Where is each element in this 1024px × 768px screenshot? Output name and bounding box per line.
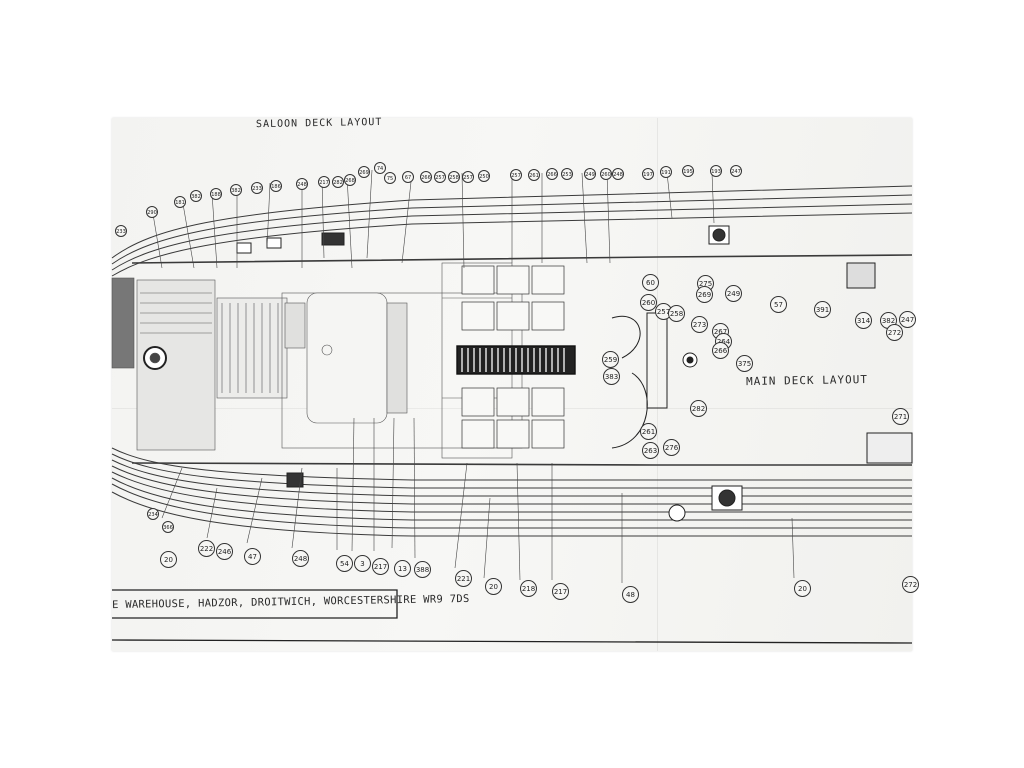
part-number-callout: 263 — [642, 442, 659, 459]
part-number-callout: 273 — [691, 316, 708, 333]
part-number-callout: 247 — [730, 165, 742, 177]
saloon-deck-title: SALOON DECK LAYOUT — [255, 116, 383, 131]
part-number-callout: 268 — [344, 174, 356, 186]
part-number-callout: 248 — [296, 178, 308, 190]
part-number-callout: 375 — [736, 355, 753, 372]
part-number-callout: 54 — [336, 555, 353, 572]
saloon-deck-planking — [111, 262, 523, 459]
part-number-callout: 260 — [600, 168, 612, 180]
part-number-callout: 188 — [210, 188, 222, 200]
part-number-callout: 191 — [660, 166, 672, 178]
part-number-callout: 20 — [794, 580, 811, 597]
part-number-callout: 221 — [455, 570, 472, 587]
part-number-callout: 20 — [160, 551, 177, 568]
part-number-callout: 257 — [510, 169, 522, 181]
part-number-callout: 266 — [420, 171, 432, 183]
part-number-callout: 250 — [478, 170, 490, 182]
part-number-callout: 60 — [642, 274, 659, 291]
main-deck-title: MAIN DECK LAYOUT — [745, 372, 869, 389]
part-number-callout: 222 — [198, 540, 215, 557]
part-number-callout: 260 — [640, 294, 657, 311]
part-number-callout: 269 — [696, 286, 713, 303]
part-number-callout: 181 — [174, 196, 186, 208]
part-number-callout: 257 — [655, 303, 672, 320]
part-number-callout: 217 — [318, 176, 330, 188]
part-number-callout: 246 — [216, 543, 233, 560]
part-number-callout: 234 — [147, 508, 159, 520]
part-number-callout: 258 — [668, 305, 685, 322]
part-number-callout: 253 — [561, 168, 573, 180]
part-number-callout: 282 — [690, 400, 707, 417]
part-number-callout: 314 — [855, 312, 872, 329]
part-number-callout: 195 — [682, 165, 694, 177]
part-number-callout: 3 — [354, 555, 371, 572]
part-number-callout: 193 — [710, 165, 722, 177]
seat-rows — [461, 265, 565, 449]
part-number-callout: 186 — [270, 180, 282, 192]
part-number-callout: 248 — [612, 168, 624, 180]
part-number-callout: 217 — [552, 583, 569, 600]
part-number-callout: 258 — [448, 171, 460, 183]
part-number-callout: 249 — [584, 168, 596, 180]
part-number-callout: 271 — [892, 408, 909, 425]
fold-crease-vertical — [657, 118, 658, 651]
part-number-callout: 290 — [146, 206, 158, 218]
part-number-callout: 75 — [384, 172, 396, 184]
hull-outline — [111, 185, 913, 537]
part-number-callout: 391 — [814, 301, 831, 318]
part-number-callout: 282 — [332, 176, 344, 188]
part-number-callout: 383 — [603, 368, 620, 385]
part-number-callout: 233 — [115, 225, 127, 237]
part-number-callout: 48 — [622, 586, 639, 603]
part-number-callout: 382 — [190, 190, 202, 202]
drawing-sheet: SALOON DECK LAYOUT MAIN DECK LAYOUT 290 1… — [111, 116, 919, 651]
part-number-callout: 67 — [402, 171, 414, 183]
part-number-callout: 233 — [251, 182, 263, 194]
part-number-callout: 257 — [434, 171, 446, 183]
engine-grille — [456, 345, 576, 375]
part-number-callout: 247 — [899, 311, 916, 328]
part-number-callout: 57 — [770, 296, 787, 313]
part-number-callout: 269 — [358, 166, 370, 178]
part-number-callout: 47 — [244, 548, 261, 565]
part-number-callout: 249 — [725, 285, 742, 302]
leader-lines — [151, 169, 795, 583]
part-number-callout: 261 — [640, 423, 657, 440]
part-number-callout: 266 — [546, 168, 558, 180]
part-number-callout: 388 — [414, 561, 431, 578]
part-number-callout: 197 — [642, 168, 654, 180]
part-number-callout: 218 — [520, 580, 537, 597]
part-number-callout: 272 — [886, 324, 903, 341]
part-number-callout: 276 — [663, 439, 680, 456]
part-number-callout: 272 — [902, 576, 919, 593]
part-number-callout: 259 — [602, 351, 619, 368]
part-number-callout: 13 — [394, 560, 411, 577]
part-number-callout: 217 — [372, 558, 389, 575]
part-number-callout: 20 — [485, 578, 502, 595]
part-number-callout: 382 — [230, 184, 242, 196]
part-number-callout: 366 — [162, 521, 174, 533]
part-number-callout: 257 — [462, 171, 474, 183]
part-number-callout: 248 — [292, 550, 309, 567]
part-number-callout: 261 — [528, 169, 540, 181]
part-number-callout: 74 — [374, 162, 386, 174]
part-number-callout: 266 — [712, 342, 729, 359]
